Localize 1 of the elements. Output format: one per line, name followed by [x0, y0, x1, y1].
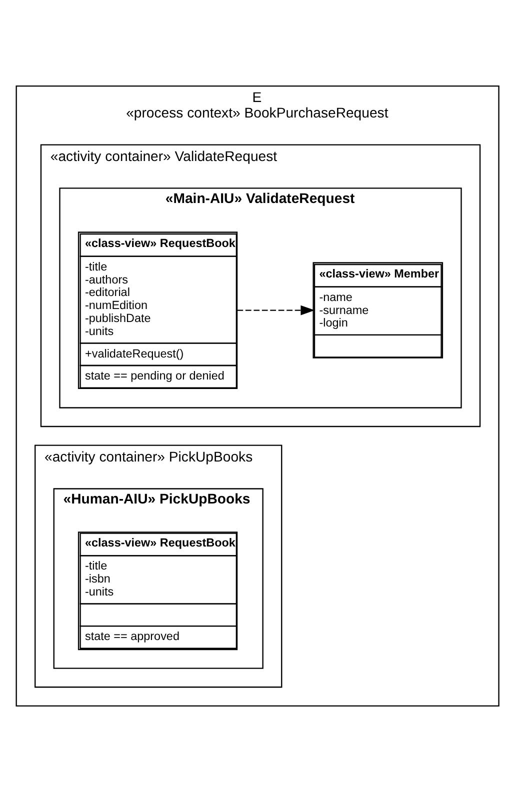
arrow — [237, 304, 315, 315]
